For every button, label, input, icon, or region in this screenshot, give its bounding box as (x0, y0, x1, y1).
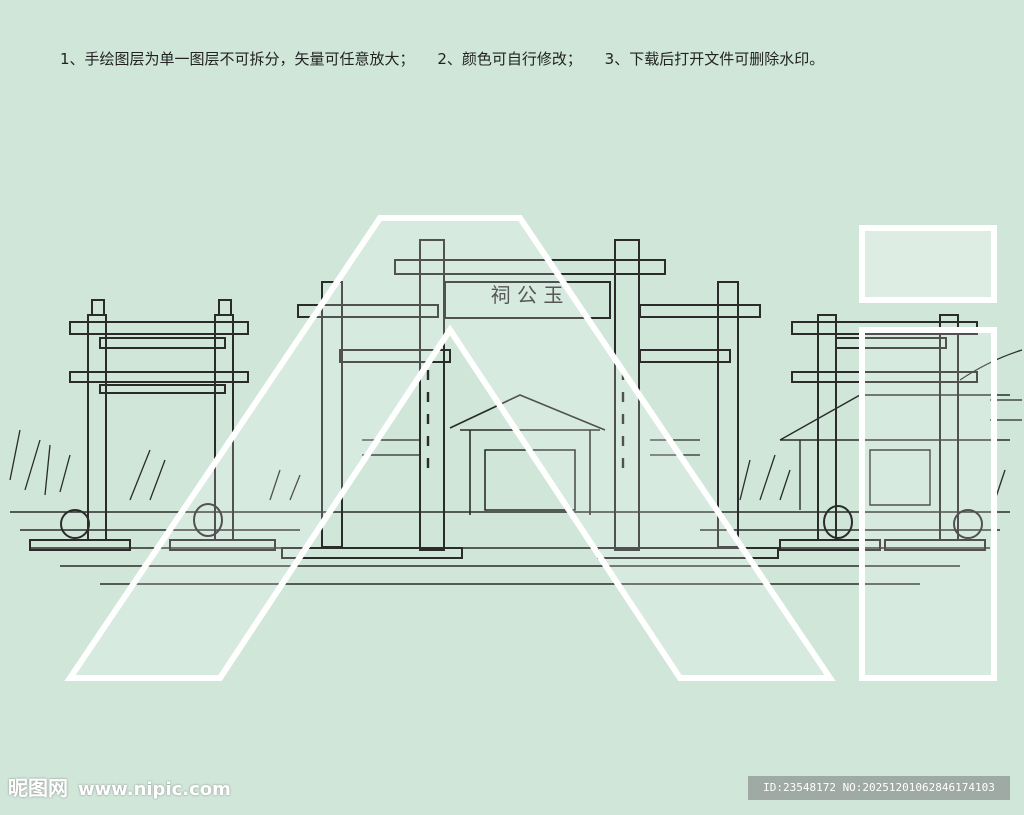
brand-url: www.nipic.com (78, 779, 231, 800)
instructions: 1、手绘图层为单一图层不可拆分，矢量可任意放大； 2、颜色可自行修改； 3、下载… (60, 48, 1000, 69)
brand-name: 昵图网 (8, 776, 68, 800)
plaque-text: 祠 公 玉 (491, 283, 564, 307)
watermark-stem-i (859, 327, 997, 681)
watermark-dot-i (859, 225, 997, 303)
instruction-2: 2、颜色可自行修改； (437, 50, 582, 68)
line-drawing (9, 239, 1023, 585)
instruction-3: 3、下载后打开文件可删除水印。 (604, 50, 825, 68)
instruction-1: 1、手绘图层为单一图层不可拆分，矢量可任意放大； (60, 50, 415, 68)
site-brand: 昵图网 www.nipic.com (8, 772, 231, 801)
watermark-letter-a (64, 215, 836, 681)
ai-watermark (64, 215, 997, 681)
image-id-bar: ID:23548172 NO:20251201062846174103 (748, 776, 1010, 800)
